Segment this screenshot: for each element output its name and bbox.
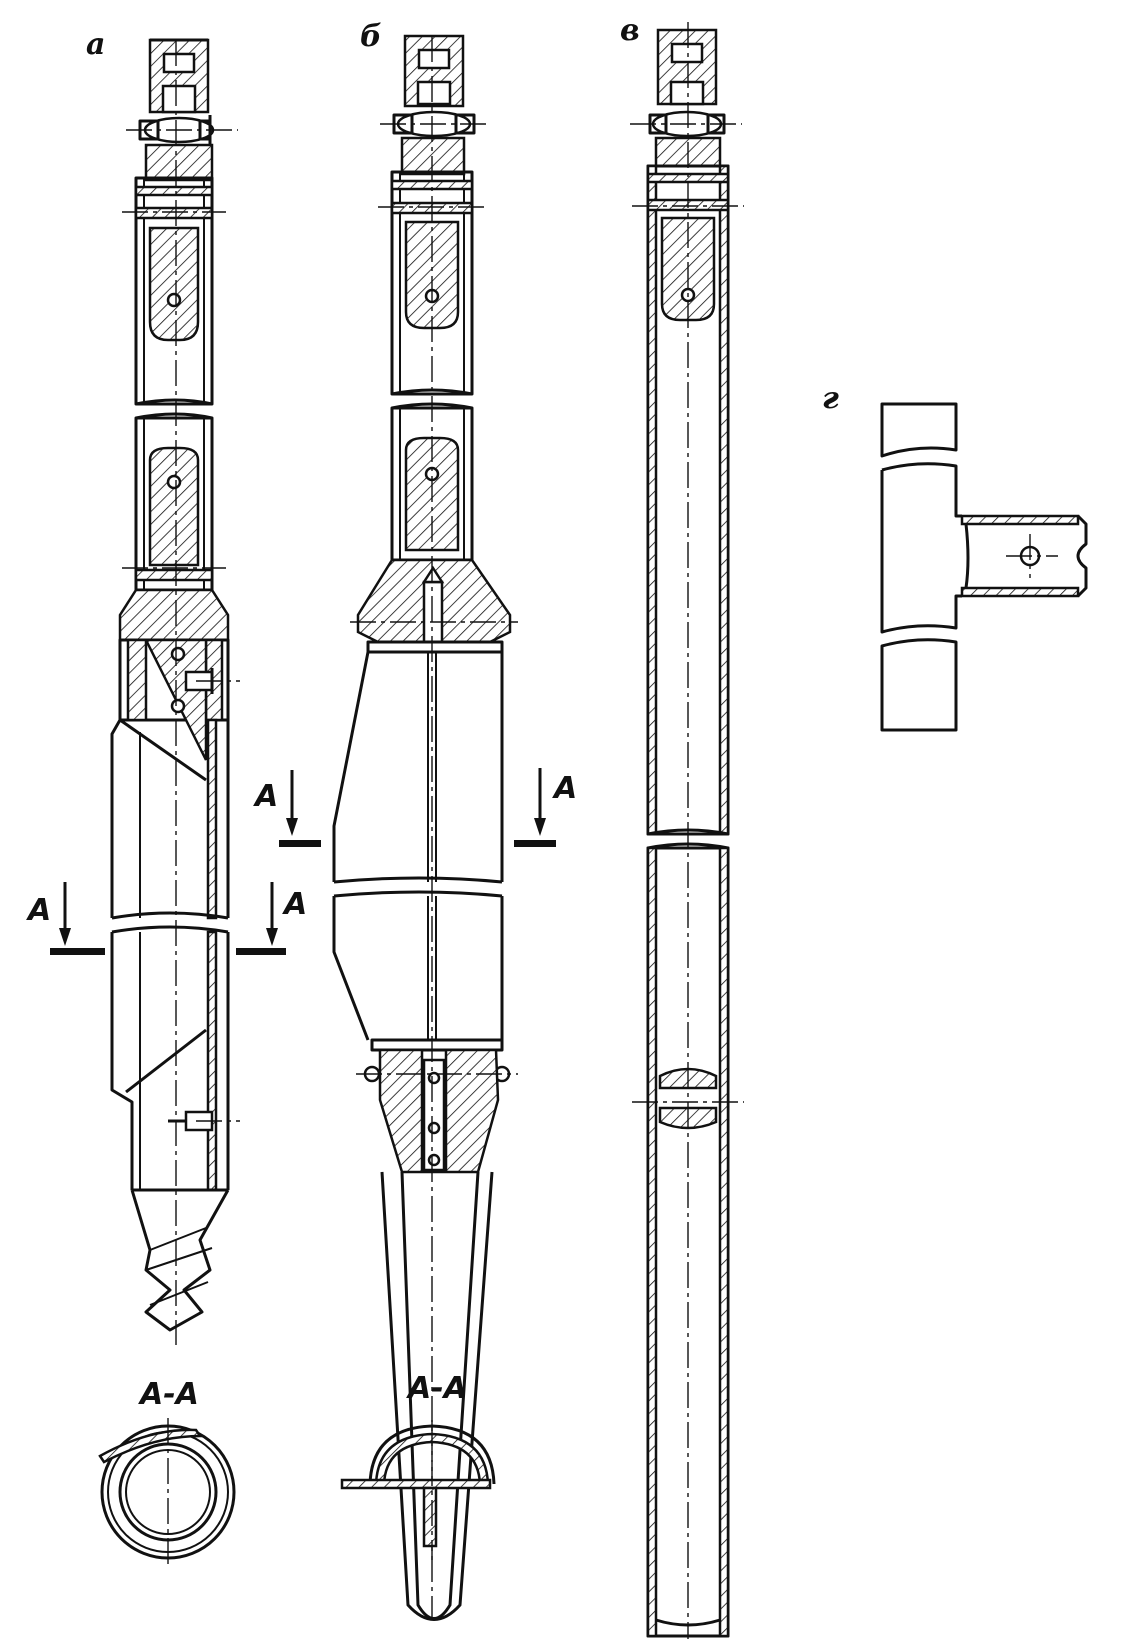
section-mark-b-right: А — [552, 771, 577, 806]
view-a-upper-tube — [134, 176, 214, 406]
view-g-tee-fitting — [880, 402, 1088, 732]
view-v-head — [648, 28, 726, 168]
view-a-shell-lower — [110, 925, 230, 1192]
view-b-section-marks — [279, 768, 556, 847]
section-title-b: А-А — [406, 1371, 467, 1406]
view-a-shell-upper — [110, 718, 230, 920]
view-a-middle-tube — [134, 412, 214, 592]
view-b-cone-adapter — [356, 558, 512, 654]
section-mark-b-left: А — [253, 779, 278, 814]
section-mark-a-right: А — [282, 887, 307, 922]
view-b-body-lower — [332, 890, 511, 1083]
section-a-a-right — [340, 1420, 496, 1560]
view-b-head — [392, 34, 476, 176]
view-v-drill-rod — [630, 22, 744, 1639]
view-label-v: в — [620, 13, 640, 48]
section-mark-a-left: А — [26, 893, 51, 928]
view-b-bailer-tool — [279, 34, 556, 1621]
view-label-g: г — [822, 381, 839, 416]
section-a-a-left — [98, 1418, 236, 1568]
view-a-auger-tip — [130, 1189, 230, 1332]
view-label-a: а — [86, 27, 105, 62]
view-b-nose — [378, 1048, 500, 1621]
view-label-b: б — [360, 19, 382, 54]
view-b-body-upper — [332, 651, 504, 884]
view-a-section-marks — [50, 882, 286, 955]
section-title-a: А-А — [138, 1377, 199, 1412]
view-a-auger-tool — [50, 38, 286, 1345]
